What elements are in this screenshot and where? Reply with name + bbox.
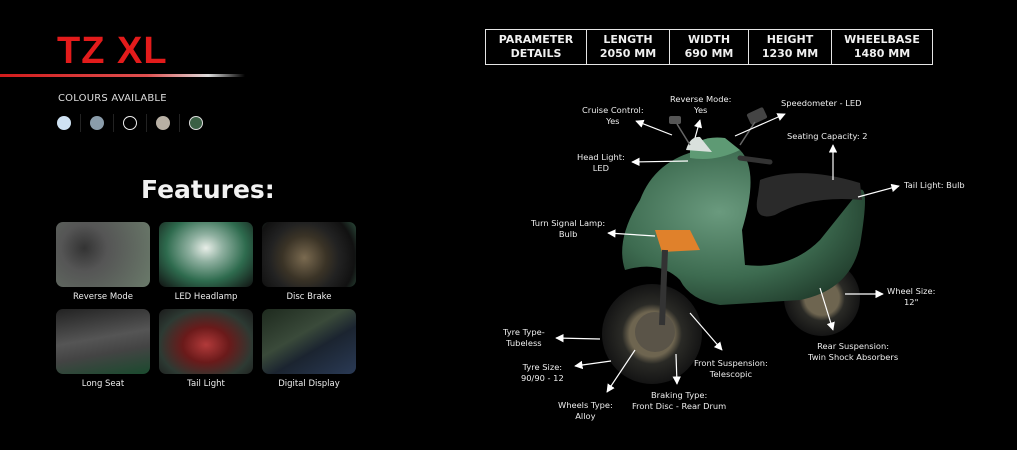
spec-tyre-type: Tyre Type-Tubeless <box>503 327 545 348</box>
feature-label: Digital Display <box>278 379 340 389</box>
spec-tail-light: Tail Light: Bulb <box>904 180 965 190</box>
scooter-body <box>622 150 865 305</box>
arrow-turn-signal <box>607 229 656 238</box>
feature-label: Tail Light <box>187 379 225 389</box>
spec-speedometer: Speedometer - LED <box>781 98 862 108</box>
param-name: WHEELBASE <box>844 33 920 46</box>
arrow-braking <box>672 353 681 385</box>
divider <box>113 114 114 132</box>
colour-swatch[interactable] <box>189 116 203 130</box>
feature-card-reverse-mode: Reverse Mode <box>56 222 150 309</box>
param-name: LENGTH <box>603 33 653 46</box>
feature-card-led-headlamp: LED Headlamp <box>159 222 253 309</box>
feature-label: LED Headlamp <box>174 292 238 302</box>
feature-image <box>56 222 150 287</box>
feature-card-digital-display: Digital Display <box>262 309 356 396</box>
spec-braking: Braking Type:Front Disc - Rear Drum <box>632 390 727 411</box>
spec-wheel-size: Wheel Size:12" <box>887 286 936 307</box>
spec-front-suspension: Front Suspension:Telescopic <box>694 358 768 379</box>
title-underline <box>0 74 245 77</box>
spec-head-light: Head Light:LED <box>577 152 625 173</box>
param-value: 2050 MM <box>599 47 657 60</box>
features-grid: Reverse Mode LED Headlamp Disc Brake Lon… <box>56 222 356 396</box>
arrow-wheels-type <box>606 349 636 393</box>
spec-tyre-size: Tyre Size:90/90 - 12 <box>521 362 564 383</box>
colour-swatch[interactable] <box>156 116 170 130</box>
product-title: TZ XL <box>57 30 168 72</box>
feature-card-long-seat: Long Seat <box>56 309 150 396</box>
feature-image <box>262 222 356 287</box>
divider <box>146 114 147 132</box>
feature-card-disc-brake: Disc Brake <box>262 222 356 309</box>
colour-swatch[interactable] <box>57 116 71 130</box>
feature-image <box>56 309 150 374</box>
features-heading: Features: <box>141 175 275 204</box>
divider <box>179 114 180 132</box>
param-value: 1480 MM <box>853 47 911 60</box>
param-name: WIDTH <box>687 33 731 46</box>
arrow-front-suspension <box>689 312 723 351</box>
spec-seating: Seating Capacity: 2 <box>787 131 868 141</box>
feature-image <box>262 309 356 374</box>
feature-label: Long Seat <box>81 379 125 389</box>
spec-rear-suspension: Rear Suspension:Twin Shock Absorbers <box>808 341 899 362</box>
arrow-rear-suspension <box>819 287 835 331</box>
arrow-head-light <box>631 157 689 167</box>
feature-label: Disc Brake <box>286 292 332 302</box>
arrow-tyre-size <box>574 360 612 370</box>
arrow-cruise-control <box>635 119 673 136</box>
arrow-tyre-type <box>555 333 601 343</box>
arrow-tail-light <box>857 183 900 198</box>
param-name: PARAMETER <box>498 33 574 46</box>
colours-label: COLOURS AVAILABLE <box>58 93 167 104</box>
divider <box>80 114 81 132</box>
spec-turn-signal: Turn Signal Lamp:Bulb <box>531 218 606 239</box>
spec-reverse-mode: Reverse Mode:Yes <box>670 94 732 115</box>
colour-swatch[interactable] <box>90 116 104 130</box>
arrow-reverse-mode <box>693 119 703 139</box>
spec-wheels-type: Wheels Type:Alloy <box>558 400 613 421</box>
colour-swatches <box>57 114 203 132</box>
feature-label: Reverse Mode <box>72 292 134 302</box>
feature-image <box>159 222 253 287</box>
arrow-speedometer <box>734 113 786 137</box>
param-name: HEIGHT <box>766 33 814 46</box>
feature-card-tail-light: Tail Light <box>159 309 253 396</box>
colour-swatch[interactable] <box>123 116 137 130</box>
param-value: 690 MM <box>684 47 734 60</box>
param-value: DETAILS <box>510 47 562 60</box>
spec-cruise-control: Cruise Control:Yes <box>582 105 644 126</box>
feature-image <box>159 309 253 374</box>
param-value: 1230 MM <box>761 47 819 60</box>
